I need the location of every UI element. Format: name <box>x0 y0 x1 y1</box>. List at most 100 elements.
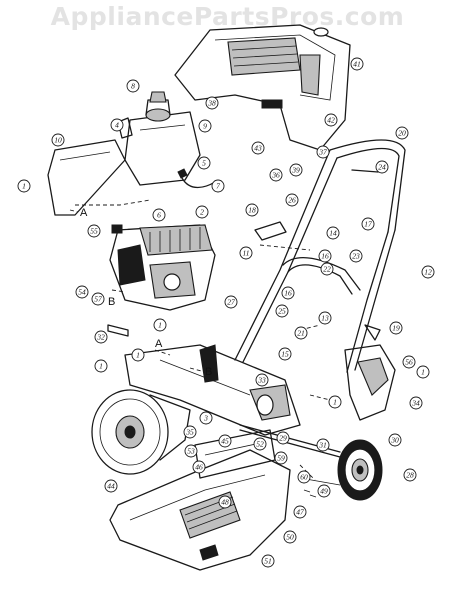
callout-37: 37 <box>316 145 330 159</box>
callout-41: 41 <box>350 57 364 71</box>
svg-text:2: 2 <box>200 208 204 217</box>
callout-14: 14 <box>326 226 340 240</box>
svg-text:8: 8 <box>131 82 135 91</box>
callout-16a: 16 <box>318 249 332 263</box>
svg-text:54: 54 <box>78 288 86 297</box>
svg-text:16: 16 <box>321 252 329 261</box>
svg-text:37: 37 <box>318 148 327 157</box>
callout-7: 7 <box>211 179 225 193</box>
callout-59: 59 <box>274 451 288 465</box>
base-pan <box>109 429 291 571</box>
hardware-guide-lines <box>259 244 331 481</box>
svg-text:18: 18 <box>248 206 256 215</box>
handle-assembly <box>234 139 406 373</box>
svg-text:25: 25 <box>278 307 286 316</box>
callout-36: 36 <box>269 168 283 182</box>
callout-24: 24 <box>375 160 389 174</box>
svg-text:23: 23 <box>352 252 360 261</box>
svg-text:1: 1 <box>99 362 103 371</box>
callout-31: 31 <box>316 438 330 452</box>
chute <box>344 324 396 421</box>
svg-text:7: 7 <box>216 182 220 191</box>
callout-20: 20 <box>395 126 409 140</box>
callout-39: 39 <box>289 163 303 177</box>
svg-text:4: 4 <box>115 121 119 130</box>
callout-2: 2 <box>195 205 209 219</box>
svg-text:32: 32 <box>96 333 105 342</box>
svg-text:10: 10 <box>54 136 62 145</box>
callout-52: 52 <box>253 437 267 451</box>
svg-text:5: 5 <box>202 159 206 168</box>
callout-3: 3 <box>199 411 213 425</box>
callout-29: 29 <box>276 431 290 445</box>
svg-text:60: 60 <box>300 473 308 482</box>
callout-17: 17 <box>361 217 375 231</box>
svg-text:43: 43 <box>254 144 262 153</box>
svg-text:33: 33 <box>257 376 266 385</box>
callout-53: 53 <box>184 444 198 458</box>
callout-21: 21 <box>294 326 308 340</box>
callout-42: 42 <box>324 113 338 127</box>
callout-19: 19 <box>389 321 403 335</box>
svg-text:47: 47 <box>296 508 304 517</box>
fuel-line-clamp <box>177 168 188 179</box>
callout-47: 47 <box>293 505 307 519</box>
svg-text:34: 34 <box>411 399 420 408</box>
svg-text:1: 1 <box>333 398 337 407</box>
callout-50: 50 <box>283 530 297 544</box>
svg-text:41: 41 <box>353 60 361 69</box>
svg-text:38: 38 <box>207 99 216 108</box>
callout-16b: 16 <box>281 286 295 300</box>
callout-12: 12 <box>421 265 435 279</box>
gas-tank <box>117 91 201 186</box>
callout-18: 18 <box>245 203 259 217</box>
svg-text:1: 1 <box>421 368 425 377</box>
callout-27: 27 <box>224 295 238 309</box>
svg-text:31: 31 <box>318 441 327 450</box>
ref-letter-b2: B <box>205 366 212 378</box>
svg-text:17: 17 <box>364 220 372 229</box>
svg-text:24: 24 <box>378 163 386 172</box>
callout-51: 51 <box>261 554 275 568</box>
callout-46: 46 <box>192 460 206 474</box>
svg-text:46: 46 <box>195 463 203 472</box>
svg-text:15: 15 <box>281 350 289 359</box>
callout-6: 6 <box>152 208 166 222</box>
svg-text:16: 16 <box>284 289 292 298</box>
callout-26: 26 <box>285 193 299 207</box>
callout-5: 5 <box>197 156 211 170</box>
svg-text:12: 12 <box>424 268 432 277</box>
ref-letter-b1: B <box>108 296 115 308</box>
impeller-shaft <box>107 324 129 337</box>
svg-text:59: 59 <box>277 454 285 463</box>
reference-line-a <box>69 209 171 356</box>
svg-text:39: 39 <box>291 166 300 175</box>
svg-text:52: 52 <box>256 440 264 449</box>
callout-9: 9 <box>198 119 212 133</box>
callout-38: 38 <box>205 96 219 110</box>
svg-text:1: 1 <box>136 351 140 360</box>
impeller <box>91 389 191 475</box>
reference-line-b <box>111 289 206 373</box>
ref-letter-a1: A <box>80 207 88 219</box>
callout-11: 11 <box>239 246 253 260</box>
svg-text:3: 3 <box>203 414 208 423</box>
svg-text:21: 21 <box>297 329 305 338</box>
svg-text:45: 45 <box>221 437 229 446</box>
svg-text:42: 42 <box>327 116 335 125</box>
callout-23: 23 <box>349 249 363 263</box>
wheel <box>299 439 383 501</box>
svg-text:27: 27 <box>227 298 235 307</box>
callout-57: 57 <box>91 292 105 306</box>
svg-text:29: 29 <box>279 434 287 443</box>
svg-text:6: 6 <box>157 211 161 220</box>
callout-60: 60 <box>297 470 311 484</box>
callout-22: 22 <box>320 262 334 276</box>
callout-25: 25 <box>275 304 289 318</box>
callout-1b: 1 <box>153 318 167 332</box>
callout-54: 54 <box>75 285 89 299</box>
svg-text:19: 19 <box>392 324 400 333</box>
callout-1f: 1 <box>328 395 342 409</box>
svg-text:30: 30 <box>390 436 399 445</box>
